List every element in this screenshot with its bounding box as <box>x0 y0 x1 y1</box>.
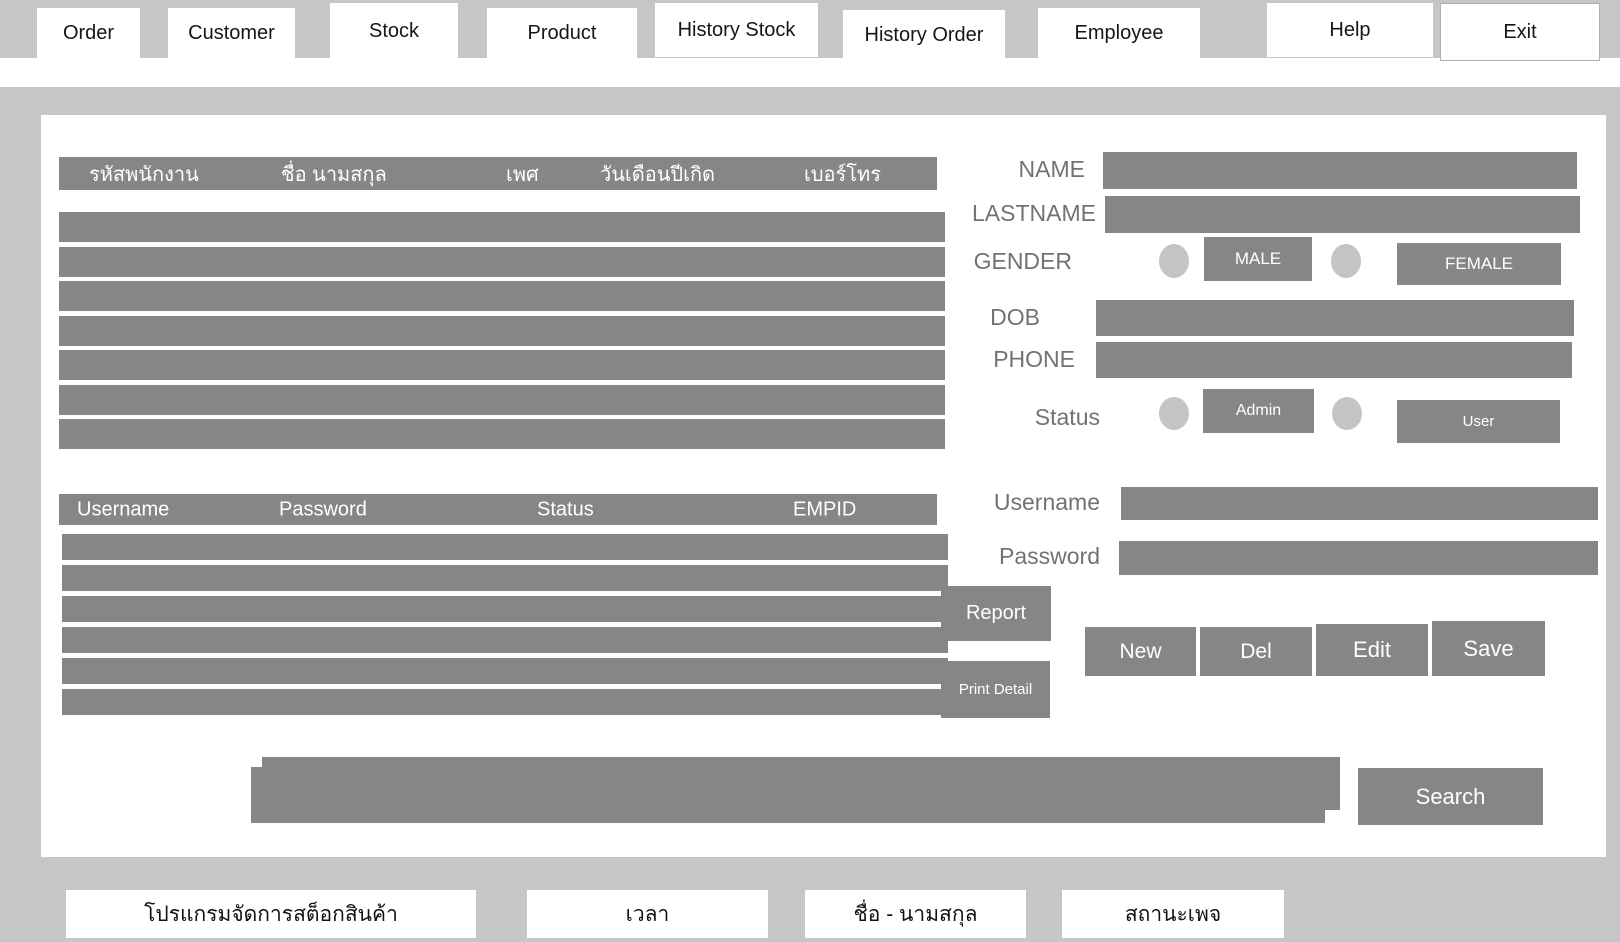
employee-table-row[interactable] <box>59 247 945 277</box>
dob-label: DOB <box>990 304 1040 330</box>
username-input[interactable] <box>1121 487 1598 520</box>
account-table-row[interactable] <box>62 658 948 684</box>
tab-stock[interactable]: Stock <box>330 3 458 59</box>
admin-button[interactable]: Admin <box>1203 389 1314 433</box>
employee-col-dob: วันเดือนปีเกิด <box>600 163 716 186</box>
report-button[interactable]: Report <box>941 586 1051 641</box>
employee-table-row[interactable] <box>59 281 945 311</box>
statusbar-user-name: ชื่อ - นามสกุล <box>805 890 1026 938</box>
employee-table-row[interactable] <box>59 316 945 346</box>
status-admin-radio[interactable] <box>1159 397 1189 430</box>
password-label: Password <box>999 543 1100 569</box>
user-button[interactable]: User <box>1397 400 1560 443</box>
print-detail-button[interactable]: Print Detail <box>941 661 1050 718</box>
employee-col-id: รหัสพนักงาน <box>89 163 199 186</box>
tab-exit[interactable]: Exit <box>1440 3 1600 61</box>
tab-product[interactable]: Product <box>487 8 637 59</box>
account-table-header: Username Password Status EMPID <box>59 494 937 525</box>
male-button[interactable]: MALE <box>1204 237 1312 281</box>
account-col-password: Password <box>279 498 367 520</box>
phone-label: PHONE <box>993 346 1075 372</box>
employee-table-row[interactable] <box>59 385 945 415</box>
edit-button[interactable]: Edit <box>1316 624 1428 676</box>
employee-col-phone: เบอร์โทร <box>804 163 881 186</box>
statusbar-app-title: โปรแกรมจัดการสต็อกสินค้า <box>66 890 476 938</box>
tab-help[interactable]: Help <box>1267 3 1433 57</box>
username-label: Username <box>993 489 1100 515</box>
account-table-row[interactable] <box>62 534 948 560</box>
search-input[interactable] <box>262 757 1340 810</box>
account-col-status: Status <box>537 498 594 520</box>
employee-col-gender: เพศ <box>506 163 539 186</box>
gender-female-radio[interactable] <box>1331 244 1361 278</box>
name-label: NAME <box>1018 156 1085 182</box>
tab-employee[interactable]: Employee <box>1038 8 1200 59</box>
account-table-row[interactable] <box>62 689 948 715</box>
del-button[interactable]: Del <box>1200 627 1312 676</box>
account-table-row[interactable] <box>62 627 948 653</box>
lastname-input[interactable] <box>1105 196 1580 233</box>
employee-table-row[interactable] <box>59 212 945 242</box>
phone-input[interactable] <box>1096 342 1572 378</box>
lastname-label: LASTNAME <box>972 200 1096 226</box>
employee-table-row[interactable] <box>59 350 945 380</box>
tab-customer[interactable]: Customer <box>168 8 295 59</box>
dob-input[interactable] <box>1096 300 1574 336</box>
search-button[interactable]: Search <box>1358 768 1543 825</box>
status-label: Status <box>1034 404 1100 430</box>
status-user-radio[interactable] <box>1332 397 1362 430</box>
password-input[interactable] <box>1119 541 1598 575</box>
account-table-row[interactable] <box>62 565 948 591</box>
employee-table-row[interactable] <box>59 419 945 449</box>
employee-table-header: รหัสพนักงาน ชื่อ นามสกุล เพศ วันเดือนปีเ… <box>59 157 937 190</box>
female-button[interactable]: FEMALE <box>1397 243 1561 285</box>
gender-male-radio[interactable] <box>1159 244 1189 278</box>
content-panel: รหัสพนักงาน ชื่อ นามสกุล เพศ วันเดือนปีเ… <box>41 115 1606 857</box>
gender-label: GENDER <box>973 248 1072 274</box>
employee-col-name: ชื่อ นามสกุล <box>281 163 387 186</box>
tab-order[interactable]: Order <box>37 8 140 59</box>
new-button[interactable]: New <box>1085 627 1196 676</box>
statusbar-time: เวลา <box>527 890 768 938</box>
account-col-empid: EMPID <box>793 498 857 520</box>
tab-history-stock[interactable]: History Stock <box>655 3 818 57</box>
statusbar-page-status: สถานะเพจ <box>1062 890 1284 938</box>
account-col-username: Username <box>77 498 170 520</box>
tab-history-order[interactable]: History Order <box>843 10 1005 61</box>
save-button[interactable]: Save <box>1432 621 1545 676</box>
name-input[interactable] <box>1103 152 1577 189</box>
header-strip <box>0 58 1620 87</box>
account-table-row[interactable] <box>62 596 948 622</box>
